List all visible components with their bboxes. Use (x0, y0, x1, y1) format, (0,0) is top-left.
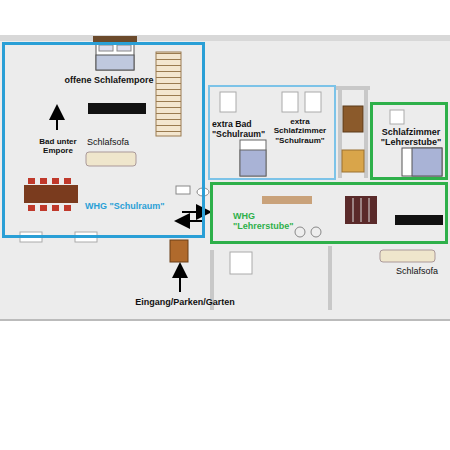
apartment-region: WHG "Lehrerstube" (210, 182, 448, 244)
room-region: Schlafzimmer "Lehrerstube" (370, 102, 448, 180)
room-label: Schlafzimmer "Lehrerstube" (377, 127, 445, 148)
room-label: extra Schlafzimmer "Schulraum" (266, 117, 334, 145)
apartment-name: WHG "Lehrerstube" (233, 211, 313, 232)
entrance-label: Eingang/Parken/Garten (120, 297, 250, 307)
room-label: Schlafsofa (396, 266, 450, 276)
room-label: Schlafsofa (87, 137, 147, 147)
apartment-region: offene SchlafemporeBad unter Empore Schla… (2, 42, 205, 238)
room-label: extra Bad "Schulraum" (212, 119, 264, 139)
room-region: extra Bad "Schulraum"extra Schlafzimmer … (208, 85, 336, 180)
room-label: Bad unter Empore (35, 137, 81, 155)
apartment-name: WHG "Schulraum" (85, 201, 185, 211)
room-label: offene Schlafempore (53, 75, 165, 85)
